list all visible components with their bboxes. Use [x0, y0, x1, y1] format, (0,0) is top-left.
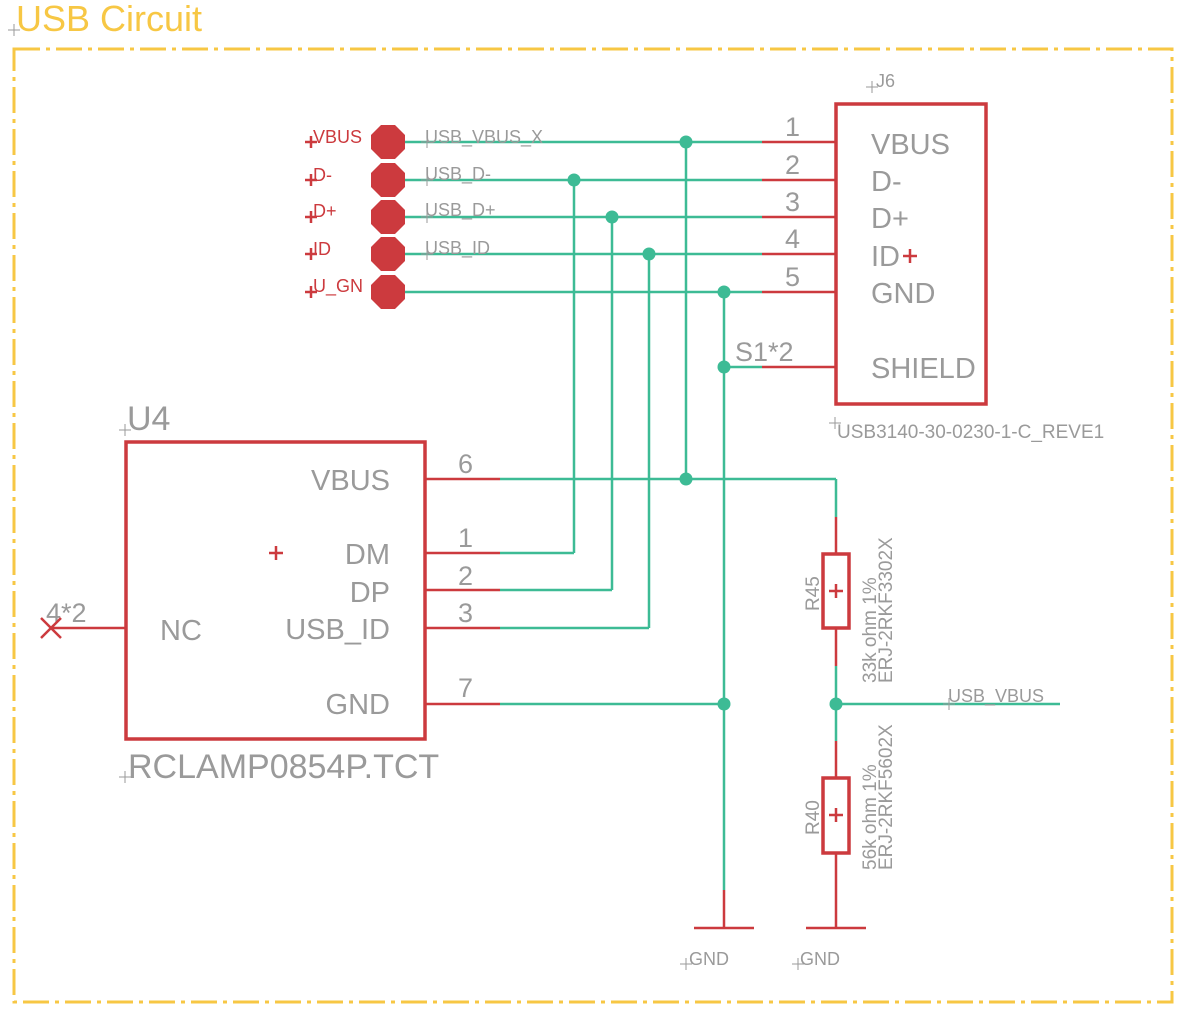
connector-pin-number: 5 [785, 262, 800, 292]
ic-nc-label: NC [160, 615, 202, 647]
test-point-pad [371, 163, 405, 197]
resistor-body [821, 776, 851, 855]
ground-symbol-right[interactable]: GND [792, 926, 866, 970]
net-label: USB_VBUS_X [425, 127, 543, 148]
resistor-mpn: ERJ-2RKF5602X [876, 724, 897, 870]
junction-dot [829, 697, 843, 711]
resistor-ref: R45 [803, 576, 824, 611]
ic-pin-number: 7 [458, 673, 473, 703]
test-points: VBUS USB_VBUS_X D- USB_D- D+ USB_D+ [305, 125, 543, 309]
net-label: USB_VBUS [948, 686, 1044, 707]
wires [405, 140, 1060, 890]
connector-pin-number: 4 [785, 224, 800, 254]
resistor-r40[interactable]: R40 56k ohm 1% ERJ-2RKF5602X [803, 724, 897, 928]
junction-dot [717, 360, 731, 374]
resistor-value: 56k ohm 1% [860, 764, 881, 870]
resistor-body [821, 552, 851, 630]
test-point-label: D- [313, 165, 332, 185]
connector-ref: J6 [876, 71, 895, 91]
ground-label: GND [800, 949, 840, 969]
resistor-r45[interactable]: R45 33k ohm 1% ERJ-2RKF3302X [803, 517, 897, 683]
test-point-gnd[interactable]: U_GN [305, 275, 405, 309]
connector-pin-number: S1*2 [735, 337, 794, 367]
ground-symbol-left[interactable]: GND [680, 890, 754, 970]
sheet-frame [12, 47, 1174, 1004]
ic-ref: U4 [127, 400, 170, 438]
junction-dot [567, 173, 581, 187]
no-connect-icon [40, 617, 62, 639]
ic-pin-name: DM [345, 539, 390, 571]
test-point-label: VBUS [313, 127, 362, 147]
junction-dot [717, 285, 731, 299]
test-point-d-plus[interactable]: D+ USB_D+ [305, 200, 496, 234]
test-point-id[interactable]: ID USB_ID [305, 237, 490, 271]
net-label: USB_D- [425, 164, 491, 185]
ic-pin-name: DP [350, 577, 390, 609]
connector-pin-name: GND [871, 278, 935, 310]
connector-pin-name: D+ [871, 203, 909, 235]
net-label: USB_ID [425, 238, 490, 259]
connector-j6[interactable]: J6 1 2 3 4 5 S1*2 VBUS D- D+ ID GND SHIE… [735, 71, 1104, 443]
ic-nc-pin-number: 4*2 [46, 598, 87, 628]
test-point-pad [371, 237, 405, 271]
junctions [567, 135, 843, 711]
ic-pin-number: 1 [458, 523, 473, 553]
connector-pin-name: SHIELD [871, 353, 976, 385]
junction-dot [605, 210, 619, 224]
net-label-usb-vbus: USB_VBUS [943, 686, 1044, 710]
resistor-ref: R40 [803, 800, 824, 835]
ic-pin-number: 2 [458, 561, 473, 591]
connector-pin-name: D- [871, 166, 902, 198]
test-point-d-minus[interactable]: D- USB_D- [305, 163, 491, 197]
test-point-label: ID [313, 239, 331, 259]
test-point-vbus[interactable]: VBUS USB_VBUS_X [305, 125, 543, 159]
junction-dot [679, 135, 693, 149]
sheet-title: USB Circuit [16, 0, 202, 39]
junction-dot [642, 247, 656, 261]
ic-pin-name: USB_ID [285, 614, 390, 646]
connector-pin-number: 1 [785, 112, 800, 142]
ic-pin-number: 3 [458, 598, 473, 628]
connector-pin-number: 3 [785, 187, 800, 217]
test-point-pad [371, 200, 405, 234]
junction-dot [679, 472, 693, 486]
ic-pin-name: VBUS [311, 465, 390, 497]
resistor-value: 33k ohm 1% [860, 577, 881, 683]
ic-u4[interactable]: U4 6 1 2 3 7 VBUS DM DP USB_ID GND NC 4*… [40, 400, 500, 786]
connector-pin-name: VBUS [871, 129, 950, 161]
connector-part-number: USB3140-30-0230-1-C_REVE1 [837, 422, 1104, 443]
net-label: USB_D+ [425, 200, 496, 221]
connector-pin-name: ID [871, 241, 900, 273]
test-point-pad [371, 125, 405, 159]
junction-dot [717, 697, 731, 711]
ground-label: GND [689, 949, 729, 969]
test-point-pad [371, 275, 405, 309]
test-point-label: U_GN [313, 276, 363, 297]
test-point-label: D+ [313, 201, 337, 221]
ic-pin-name: GND [326, 689, 390, 721]
ic-part-number: RCLAMP0854P.TCT [128, 748, 439, 786]
resistor-mpn: ERJ-2RKF3302X [876, 537, 897, 683]
connector-pin-number: 2 [785, 150, 800, 180]
ic-pin-number: 6 [458, 449, 473, 479]
